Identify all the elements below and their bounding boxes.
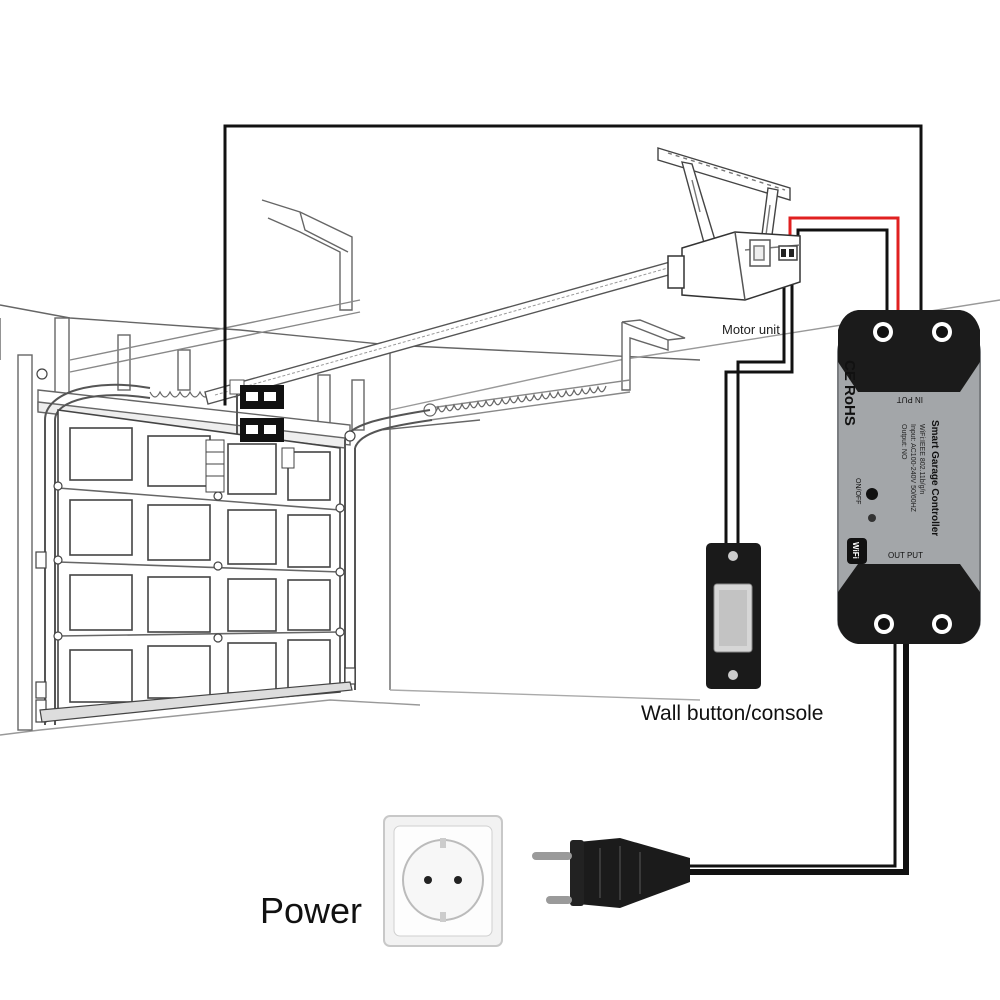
socket-hole-right: [454, 876, 462, 884]
socket-hole-left: [424, 876, 432, 884]
plug-pin-lower: [546, 896, 572, 904]
wiring: [223, 124, 923, 875]
controller-spec-line-1: WiFi:IEEE 802.11b/g/n: [918, 424, 925, 494]
on-off-button[interactable]: [866, 488, 878, 500]
door-bottom-seal: [39, 681, 353, 723]
status-led-icon: [868, 514, 876, 522]
wifi-badge-label: WiFi: [851, 542, 860, 559]
controller-switch-label: ON/OFF: [854, 478, 861, 504]
wall-button-label: Wall button/console: [641, 702, 824, 725]
motor-unit-label: Motor unit: [722, 322, 780, 337]
garage-structure: [0, 199, 1000, 736]
wire-wall-2: [736, 260, 786, 550]
controller-title: Smart Garage Controller: [929, 420, 940, 536]
wire-red: [788, 216, 900, 314]
motor-unit: [667, 231, 801, 301]
controller-output-label: OUT PUT: [888, 551, 923, 560]
power-socket: [383, 815, 503, 947]
wire-black-input: [796, 228, 889, 314]
controller-input-cap: [838, 310, 980, 392]
wifi-icon: WiFi: [847, 538, 867, 564]
controller-input-label: IN PUT: [897, 395, 923, 404]
door-terminal-blocks: [240, 385, 284, 442]
wall-button-console: [706, 543, 761, 689]
wire-power: [687, 637, 909, 875]
door-tracks: [44, 383, 433, 725]
door-cable-connector: [205, 439, 295, 493]
controller-output-cap: [838, 564, 980, 644]
wire-wall-1: [724, 260, 794, 550]
power-label: Power: [260, 890, 363, 931]
controller-spec-line-2: Input: AC100-240V 50/60HZ: [909, 424, 916, 513]
controller-brand-mark: CE RoHS: [841, 360, 858, 426]
plug-pin-upper: [532, 852, 572, 860]
wire-door-loop: [223, 124, 923, 406]
controller-spec-line-3: Output: NO: [900, 424, 907, 460]
power-plug: [532, 838, 690, 908]
garage-door: [57, 409, 341, 717]
smart-garage-controller: CE RoHS Smart Garage Controller WiFi:IEE…: [837, 310, 981, 644]
